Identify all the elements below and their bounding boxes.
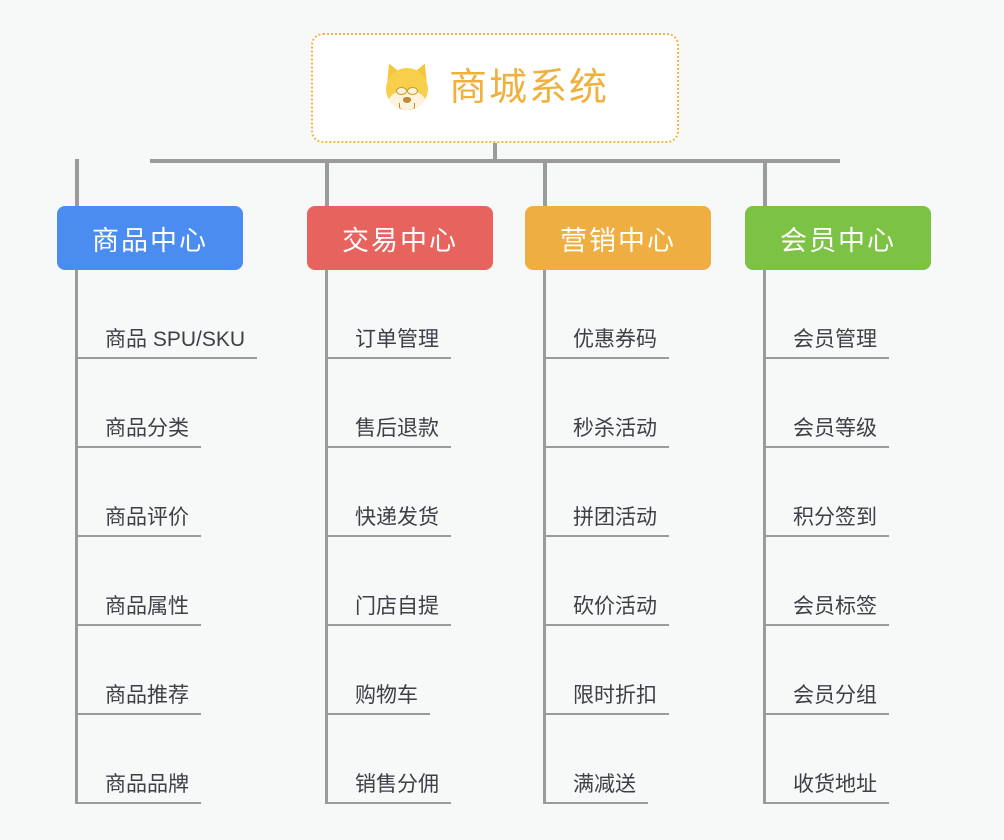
leaf-underline — [75, 624, 201, 626]
leaf-item-label: 购物车 — [355, 684, 418, 707]
leaf-item-label: 销售分佣 — [355, 773, 439, 796]
leaf-item[interactable]: 优惠券码 — [525, 270, 745, 359]
leaf-underline — [543, 446, 669, 448]
leaf-item-label: 快递发货 — [355, 506, 439, 529]
leaf-list: 商品 SPU/SKU 商品分类商品评价商品属性商品推荐商品品牌 — [57, 270, 277, 804]
leaf-item-label: 限时折扣 — [573, 684, 657, 707]
column-spine-connector — [75, 270, 78, 804]
branch-drop-connector — [325, 159, 329, 206]
leaf-item-label: 会员分组 — [793, 684, 877, 707]
leaf-item-label: 商品属性 — [105, 595, 189, 618]
root-title: 商城系统 — [448, 67, 609, 109]
root-node[interactable]: 商城系统 — [311, 33, 679, 143]
leaf-item-label: 拼团活动 — [573, 506, 657, 529]
leaf-item[interactable]: 收货地址 — [745, 715, 965, 804]
leaf-item[interactable]: 砍价活动 — [525, 537, 745, 626]
leaf-underline — [543, 357, 669, 359]
leaf-underline — [763, 713, 889, 715]
leaf-item-label: 积分签到 — [793, 506, 877, 529]
leaf-item[interactable]: 秒杀活动 — [525, 359, 745, 448]
leaf-item-label: 商品 SPU/SKU — [105, 328, 246, 351]
leaf-item[interactable]: 门店自提 — [307, 537, 527, 626]
leaf-underline — [763, 624, 889, 626]
leaf-item[interactable]: 商品评价 — [57, 448, 277, 537]
leaf-item[interactable]: 会员管理 — [745, 270, 965, 359]
leaf-underline — [763, 535, 889, 537]
leaf-item-label: 商品推荐 — [105, 684, 189, 707]
leaf-item-label: 优惠券码 — [573, 328, 657, 351]
leaf-item[interactable]: 订单管理 — [307, 270, 527, 359]
leaf-underline — [325, 535, 451, 537]
branch-column-4: 会员中心会员管理会员等级积分签到会员标签会员分组收货地址 — [745, 206, 965, 804]
column-spine-connector — [325, 270, 328, 804]
leaf-item-label: 会员管理 — [793, 328, 877, 351]
leaf-item[interactable]: 售后退款 — [307, 359, 527, 448]
leaf-item[interactable]: 会员标签 — [745, 537, 965, 626]
leaf-item[interactable]: 商品 SPU/SKU — [57, 270, 277, 359]
leaf-item[interactable]: 商品分类 — [57, 359, 277, 448]
leaf-item[interactable]: 满减送 — [525, 715, 745, 804]
leaf-item[interactable]: 购物车 — [307, 626, 527, 715]
leaf-underline — [75, 446, 201, 448]
column-spine-connector — [763, 270, 766, 804]
leaf-list: 订单管理售后退款快递发货门店自提购物车销售分佣 — [307, 270, 527, 804]
leaf-underline — [543, 624, 669, 626]
leaf-underline — [325, 802, 451, 804]
leaf-underline — [75, 535, 201, 537]
branch-drop-connector — [75, 159, 79, 206]
column-spine-connector — [543, 270, 546, 804]
leaf-item-label: 会员等级 — [793, 417, 877, 440]
branch-header-2[interactable]: 交易中心 — [307, 206, 493, 270]
shiba-inu-dog-face-icon — [381, 60, 433, 114]
horizontal-bus-connector — [150, 159, 840, 163]
leaf-item-label: 秒杀活动 — [573, 417, 657, 440]
leaf-underline — [75, 357, 257, 359]
leaf-underline — [763, 802, 889, 804]
leaf-underline — [543, 535, 669, 537]
leaf-item[interactable]: 限时折扣 — [525, 626, 745, 715]
leaf-underline — [543, 713, 669, 715]
leaf-underline — [325, 357, 451, 359]
leaf-list: 优惠券码秒杀活动拼团活动砍价活动限时折扣满减送 — [525, 270, 745, 804]
leaf-item[interactable]: 拼团活动 — [525, 448, 745, 537]
leaf-item-label: 砍价活动 — [573, 595, 657, 618]
branch-header-1[interactable]: 商品中心 — [57, 206, 243, 270]
leaf-item[interactable]: 会员分组 — [745, 626, 965, 715]
leaf-item-label: 收货地址 — [793, 773, 877, 796]
leaf-underline — [75, 802, 201, 804]
leaf-item-label: 会员标签 — [793, 595, 877, 618]
leaf-underline — [325, 713, 430, 715]
leaf-item-label: 商品分类 — [105, 417, 189, 440]
branch-column-3: 营销中心优惠券码秒杀活动拼团活动砍价活动限时折扣满减送 — [525, 206, 745, 804]
leaf-item-label: 订单管理 — [355, 328, 439, 351]
root-stem-connector — [493, 143, 497, 163]
leaf-item-label: 满减送 — [573, 773, 636, 796]
leaf-item[interactable]: 商品属性 — [57, 537, 277, 626]
leaf-list: 会员管理会员等级积分签到会员标签会员分组收货地址 — [745, 270, 965, 804]
branch-column-2: 交易中心订单管理售后退款快递发货门店自提购物车销售分佣 — [307, 206, 527, 804]
branch-header-3[interactable]: 营销中心 — [525, 206, 711, 270]
branch-column-1: 商品中心商品 SPU/SKU 商品分类商品评价商品属性商品推荐商品品牌 — [57, 206, 277, 804]
leaf-underline — [325, 624, 451, 626]
leaf-underline — [763, 357, 889, 359]
branch-drop-connector — [763, 159, 767, 206]
leaf-item[interactable]: 会员等级 — [745, 359, 965, 448]
leaf-underline — [325, 446, 451, 448]
leaf-item-label: 商品评价 — [105, 506, 189, 529]
leaf-item-label: 售后退款 — [355, 417, 439, 440]
leaf-item[interactable]: 快递发货 — [307, 448, 527, 537]
leaf-item-label: 商品品牌 — [105, 773, 189, 796]
leaf-underline — [763, 446, 889, 448]
branch-header-4[interactable]: 会员中心 — [745, 206, 931, 270]
leaf-item[interactable]: 商品推荐 — [57, 626, 277, 715]
leaf-underline — [543, 802, 648, 804]
leaf-item[interactable]: 积分签到 — [745, 448, 965, 537]
leaf-item-label: 门店自提 — [355, 595, 439, 618]
leaf-underline — [75, 713, 201, 715]
leaf-item[interactable]: 商品品牌 — [57, 715, 277, 804]
leaf-item[interactable]: 销售分佣 — [307, 715, 527, 804]
branch-drop-connector — [543, 159, 547, 206]
